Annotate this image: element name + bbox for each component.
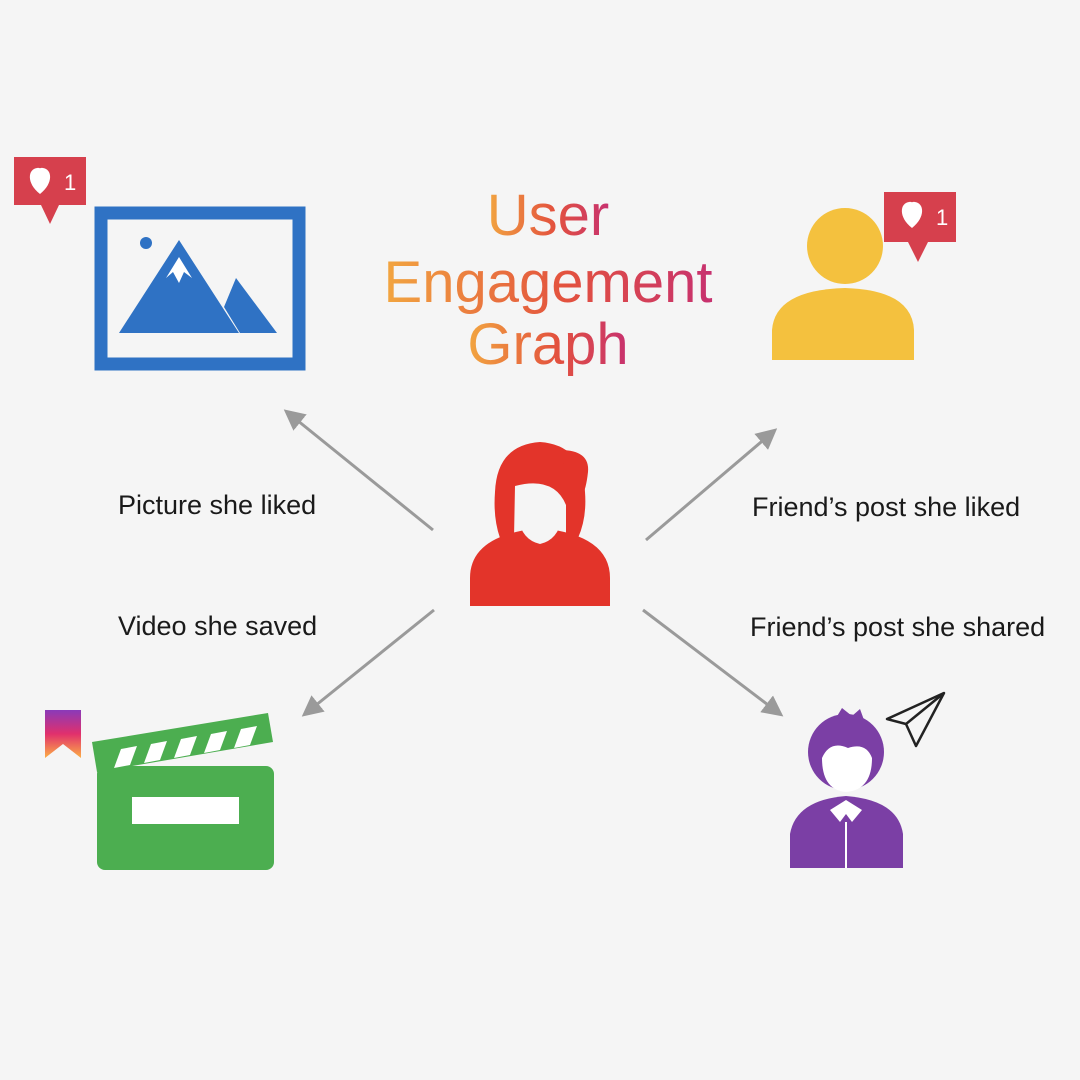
picture-like-count: 1 [64,170,76,195]
picture-icon [94,206,306,371]
arrow-to-friend-shared [642,608,784,717]
like-badge-picture: 1 [14,157,86,224]
paper-plane-icon [885,691,946,748]
title-line-1: User [487,183,609,248]
arrow-to-friend-liked [645,428,778,542]
woman-user-icon [470,442,610,606]
diagram-title: User Engagement Graph [384,183,713,377]
friend-like-count: 1 [936,205,948,230]
heart-icon [901,201,923,228]
title-line-2: Engagement [384,250,713,315]
bookmark-icon [45,710,81,758]
edge-arrows [283,409,784,717]
heart-icon [29,167,51,194]
title-line-3: Graph [467,312,628,377]
boy-user-icon [790,708,903,868]
label-picture-liked: Picture she liked [118,490,316,520]
arrow-to-picture [283,409,434,532]
clapperboard-icon [92,713,274,870]
friend-user-icon [772,208,914,360]
arrow-to-video [301,608,435,717]
label-video-saved: Video she saved [118,611,317,641]
label-friend-post-shared: Friend’s post she shared [750,612,1045,642]
label-friend-post-liked: Friend’s post she liked [752,492,1020,522]
like-badge-friend: 1 [884,192,956,262]
